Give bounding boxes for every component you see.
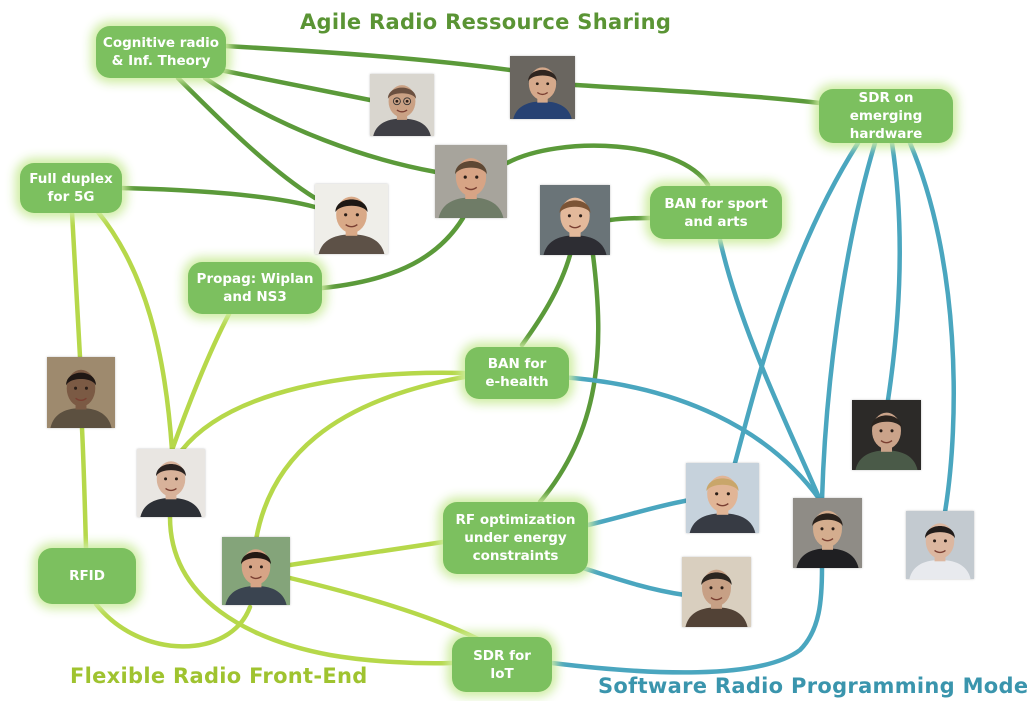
portrait-photo: [370, 74, 434, 136]
link: [287, 575, 483, 643]
topic-label: RF optimization under energy constraints: [455, 512, 576, 564]
portrait-photo: [435, 145, 507, 218]
portrait-photo: [540, 185, 610, 255]
portrait-photo: [686, 463, 759, 533]
link: [607, 215, 653, 223]
link: [117, 185, 318, 210]
portrait-image: [540, 185, 610, 255]
link: [79, 425, 89, 551]
portrait-photo: [315, 184, 388, 254]
portrait-image: [47, 357, 115, 428]
title-programming-model: Software Radio Programming Model: [598, 674, 1027, 698]
topic-label: BAN for e-health: [485, 356, 549, 390]
link: [572, 82, 823, 106]
portrait-photo: [510, 56, 575, 119]
link: [69, 209, 83, 360]
topic-label: Full duplex for 5G: [29, 171, 113, 205]
link: [167, 514, 455, 666]
link: [549, 565, 825, 675]
portrait-image: [435, 145, 507, 218]
title-agile-radio: Agile Radio Ressource Sharing: [300, 10, 672, 34]
link: [557, 374, 823, 503]
portrait-image: [852, 400, 921, 470]
link: [580, 565, 688, 598]
portrait-image: [793, 498, 862, 568]
portrait-image: [682, 557, 751, 627]
portrait-image: [510, 56, 575, 119]
portrait-image: [906, 511, 974, 579]
link: [175, 75, 318, 201]
portrait-image: [370, 74, 434, 136]
portrait-photo: [47, 357, 115, 428]
link: [537, 252, 601, 505]
link: [732, 140, 861, 466]
link: [93, 601, 253, 649]
topic-label: BAN for sport and arts: [664, 195, 768, 230]
topic-label: SDR on emerging hardware: [849, 90, 923, 142]
link: [222, 43, 513, 73]
topic-ban-sport-arts: BAN for sport and arts: [650, 186, 782, 239]
portrait-image: [315, 184, 388, 254]
link: [217, 67, 373, 103]
link: [519, 252, 573, 348]
portrait-photo: [793, 498, 862, 568]
link: [95, 209, 175, 453]
topic-propagation: Propag: Wiplan and NS3: [188, 262, 322, 314]
link: [179, 370, 468, 453]
link: [885, 140, 902, 403]
topic-cognitive-radio: Cognitive radio & Inf. Theory: [96, 26, 226, 78]
portrait-image: [137, 449, 205, 517]
portrait-photo: [222, 537, 290, 605]
topic-rfid: RFID: [38, 548, 136, 604]
topic-label: Cognitive radio & Inf. Theory: [102, 35, 220, 69]
link: [287, 539, 446, 568]
topic-full-duplex: Full duplex for 5G: [20, 163, 122, 213]
link: [907, 140, 956, 515]
title-flexible-front-end: Flexible Radio Front-End: [70, 664, 368, 688]
topic-rf-optimization: RF optimization under energy constraints: [443, 502, 588, 574]
topic-sdr-emerging-hardware: SDR on emerging hardware: [819, 89, 953, 143]
topic-ban-e-health: BAN for e-health: [465, 347, 569, 399]
topic-label: SDR for IoT: [473, 647, 531, 682]
link: [504, 143, 711, 188]
portrait-image: [686, 463, 759, 533]
topic-label: RFID: [69, 568, 105, 584]
link: [819, 140, 878, 503]
link: [253, 373, 473, 543]
link: [169, 309, 233, 453]
portrait-photo: [137, 449, 205, 517]
portrait-photo: [852, 400, 921, 470]
portrait-photo: [682, 557, 751, 627]
link: [319, 215, 466, 291]
portrait-image: [222, 537, 290, 605]
link: [585, 497, 693, 528]
link: [717, 237, 823, 503]
topic-sdr-iot: SDR for IoT: [452, 637, 552, 692]
topic-label: Propag: Wiplan and NS3: [196, 271, 314, 305]
link: [202, 75, 439, 175]
portrait-photo: [906, 511, 974, 579]
